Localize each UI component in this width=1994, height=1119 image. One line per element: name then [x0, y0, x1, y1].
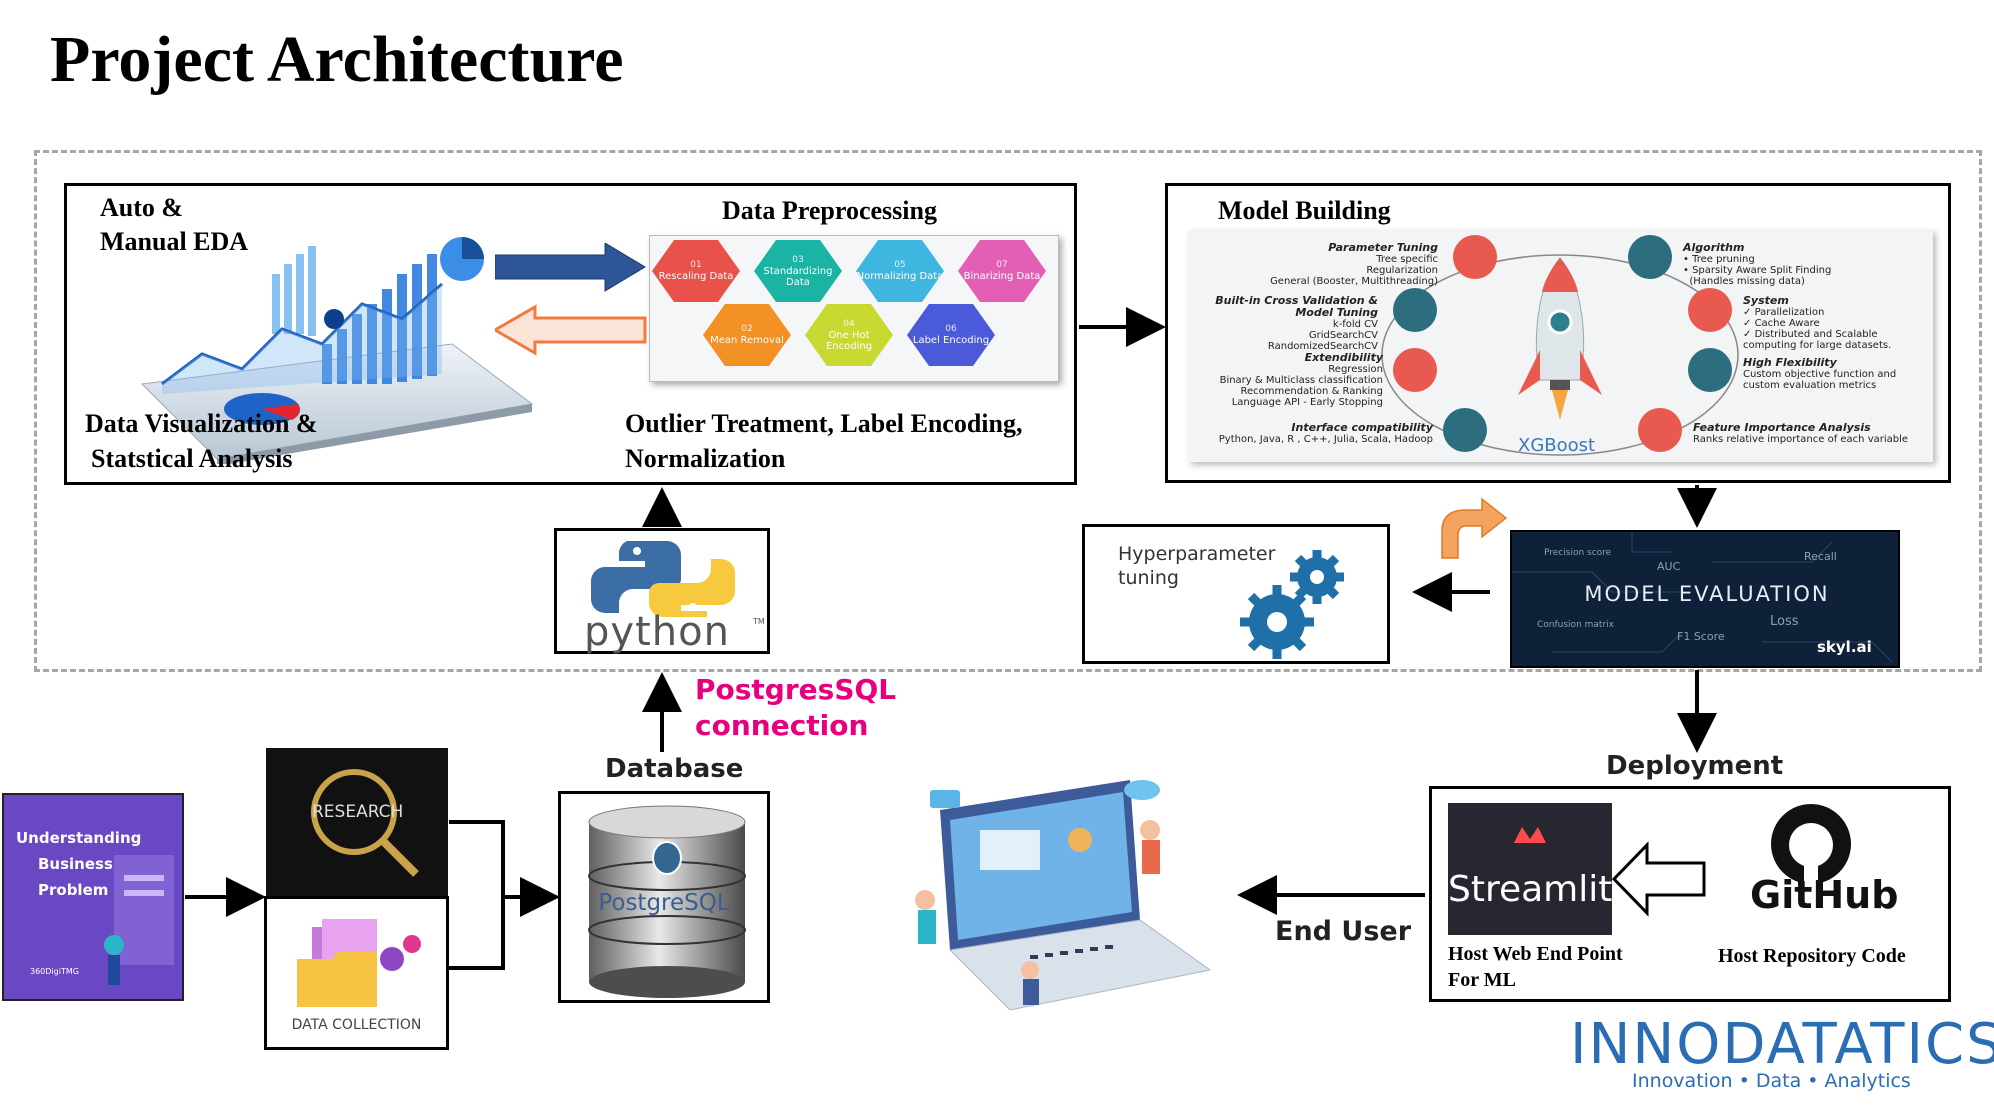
metric-recall: Recall — [1804, 550, 1837, 563]
python-box: python TM — [554, 528, 770, 655]
innodatatics-logo: INNODATATICS — [1570, 1012, 1994, 1077]
metric-f1: F1 Score — [1677, 630, 1725, 643]
end-user-laptop-illustration — [880, 770, 1220, 1030]
streamlit-text: Streamlit — [1448, 869, 1613, 910]
interface-icon — [1443, 408, 1487, 452]
github-text: GitHub — [1750, 873, 1899, 917]
database-box: PostgreSQL — [558, 791, 770, 1003]
github-octocat-icon — [1771, 804, 1851, 887]
connection-line1: PostgresSQL — [695, 673, 897, 706]
business-problem-card: Understanding Business Problem 360DigiTM… — [2, 793, 184, 1001]
hyperparameter-line2: tuning — [1118, 567, 1179, 589]
preprocessing-caption-line2: Normalization — [625, 444, 786, 473]
feature-importance-icon — [1638, 408, 1682, 452]
postgresql-label: PostgreSQL — [598, 890, 730, 916]
preprocessing-title: Data Preprocessing — [722, 196, 937, 225]
postgresql-cylinder-icon — [588, 805, 746, 998]
metric-loss: Loss — [1770, 614, 1799, 629]
python-label: python — [584, 609, 730, 655]
param-tuning-icon — [1453, 235, 1497, 279]
skylai-logo: skyl.ai — [1817, 638, 1872, 656]
gears-icon — [1240, 550, 1344, 659]
viz-label-line2: Statstical Analysis — [91, 444, 293, 473]
cross-validation-icon — [1393, 288, 1437, 332]
flexibility-icon — [1688, 348, 1732, 392]
github-to-streamlit-arrow — [1611, 841, 1706, 917]
business-brand: 360DigiTMG — [30, 967, 79, 976]
python-logo-icon — [591, 541, 735, 617]
innodatatics-tagline: Innovation • Data • Analytics — [1632, 1070, 1911, 1092]
database-label: Database — [605, 754, 744, 784]
model-evaluation-box: Precision score AUC Recall MODEL EVALUAT… — [1510, 530, 1900, 668]
extendibility-icon — [1393, 348, 1437, 392]
data-collection-label: DATA COLLECTION — [291, 1017, 422, 1033]
research-image: RESEARCH — [266, 748, 448, 898]
connection-line2: connection — [695, 709, 869, 742]
feature-system: System✓ Parallelization✓ Cache Aware✓ Di… — [1743, 294, 1892, 351]
business-line1: Understanding — [16, 829, 142, 847]
end-user-label: End User — [1275, 916, 1412, 947]
python-tm: TM — [753, 617, 765, 626]
metric-precision: Precision score — [1544, 548, 1612, 558]
deployment-label: Deployment — [1606, 751, 1784, 781]
feature-cross-validation: Built-in Cross Validation & Model Tuning… — [1215, 294, 1378, 352]
orange-curved-arrow-icon — [1441, 497, 1508, 559]
system-icon — [1688, 288, 1732, 332]
feature-algorithm: Algorithm• Tree pruning• Sparsity Aware … — [1683, 241, 1832, 287]
hyperparameter-line1: Hyperparameter — [1118, 543, 1276, 565]
model-building-title: Model Building — [1218, 196, 1391, 225]
business-line3: Problem — [38, 881, 109, 899]
page-title: Project Architecture — [50, 23, 624, 96]
host-web-line2: For ML — [1448, 969, 1516, 991]
metric-auc: AUC — [1657, 560, 1681, 573]
streamlit-crown-icon — [1514, 827, 1546, 843]
data-collection-box: DATA COLLECTION — [264, 896, 449, 1050]
algorithm-icon — [1628, 235, 1672, 279]
host-repo-label: Host Repository Code — [1718, 945, 1906, 967]
preprocessing-caption-line1: Outlier Treatment, Label Encoding, — [625, 409, 1023, 438]
research-word: RESEARCH — [312, 802, 404, 822]
metric-confusion-matrix: Confusion matrix — [1537, 620, 1614, 630]
model-evaluation-title: MODEL EVALUATION — [1584, 582, 1830, 606]
eda-dashboard-illustration — [122, 234, 542, 464]
pipeline-container — [34, 150, 1982, 672]
business-line2: Business — [38, 855, 113, 873]
folder-icon — [297, 919, 421, 1007]
streamlit-logo: Streamlit — [1448, 803, 1612, 935]
eda-title-line2: Manual EDA — [100, 227, 249, 256]
hyperparameter-box: Hyperparameter tuning — [1082, 524, 1390, 664]
deployment-box: Streamlit GitHub Host Web End Point For … — [1429, 786, 1951, 1002]
eda-title-line1: Auto & — [100, 193, 184, 222]
eda-preprocessing-box: Auto & Manual EDA — [64, 183, 1077, 485]
xgboost-label: XGBoost — [1518, 435, 1596, 456]
host-web-line1: Host Web End Point — [1448, 943, 1623, 965]
viz-label-line1: Data Visualization & — [85, 409, 318, 438]
eda-preprocessing-arrows — [495, 243, 655, 363]
